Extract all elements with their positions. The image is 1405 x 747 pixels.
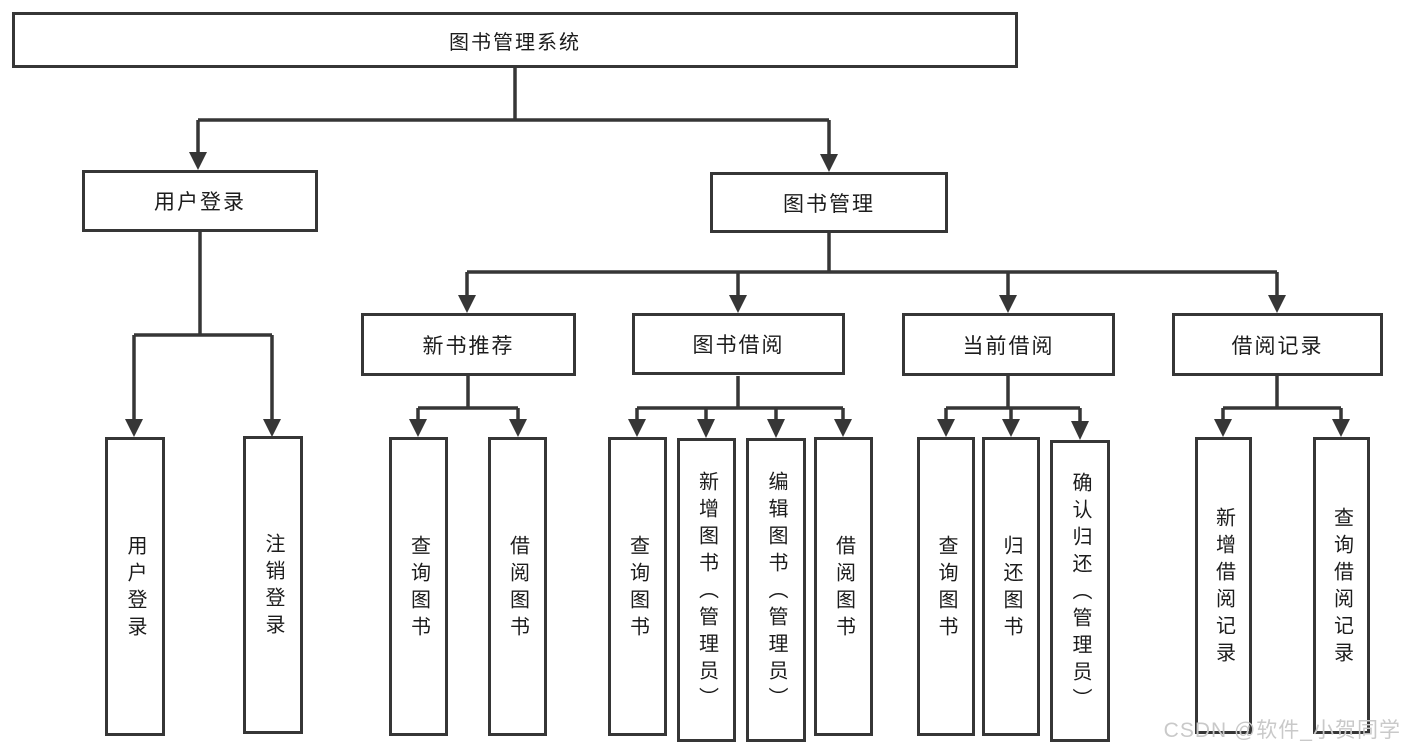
node-borrowing-records: 借阅记录 xyxy=(1172,313,1383,376)
connectors-borrowing-records xyxy=(1214,376,1350,437)
node-book-borrowing: 图书借阅 xyxy=(632,313,845,375)
connectors-book-management xyxy=(458,233,1286,313)
leaf-cur-return-books: 归还图书 xyxy=(982,437,1040,736)
leaf-user-login: 用户登录 xyxy=(105,437,165,736)
connectors-current-borrowing xyxy=(937,376,1089,440)
node-library-management-system: 图书管理系统 xyxy=(12,12,1018,68)
node-book-management: 图书管理 xyxy=(710,172,948,233)
leaf-cur-confirm-return-admin: 确认归还（管理员） xyxy=(1050,440,1110,742)
connectors-user-login xyxy=(125,232,281,437)
leaf-rec-query-books: 查询图书 xyxy=(389,437,448,736)
node-new-book-recommendation: 新书推荐 xyxy=(361,313,576,376)
connectors-new-book-recommendation xyxy=(409,376,527,437)
leaf-query-borrow-record: 查询借阅记录 xyxy=(1313,437,1370,734)
connectors-book-borrowing xyxy=(628,376,852,438)
leaf-bb-edit-books-admin: 编辑图书（管理员） xyxy=(746,438,806,742)
leaf-cur-query-books: 查询图书 xyxy=(917,437,975,736)
node-current-borrowing: 当前借阅 xyxy=(902,313,1115,376)
leaf-logout-login: 注销登录 xyxy=(243,436,303,734)
node-user-login: 用户登录 xyxy=(82,170,318,232)
leaf-bb-add-books-admin: 新增图书（管理员） xyxy=(677,438,736,742)
watermark: CSDN @软件_小贺同学 xyxy=(1163,719,1401,742)
leaf-bb-query-books: 查询图书 xyxy=(608,437,667,736)
connectors-root xyxy=(189,68,838,172)
leaf-rec-borrow-books: 借阅图书 xyxy=(488,437,547,736)
leaf-bb-borrow-books: 借阅图书 xyxy=(814,437,873,736)
leaf-add-borrow-record: 新增借阅记录 xyxy=(1195,437,1252,734)
